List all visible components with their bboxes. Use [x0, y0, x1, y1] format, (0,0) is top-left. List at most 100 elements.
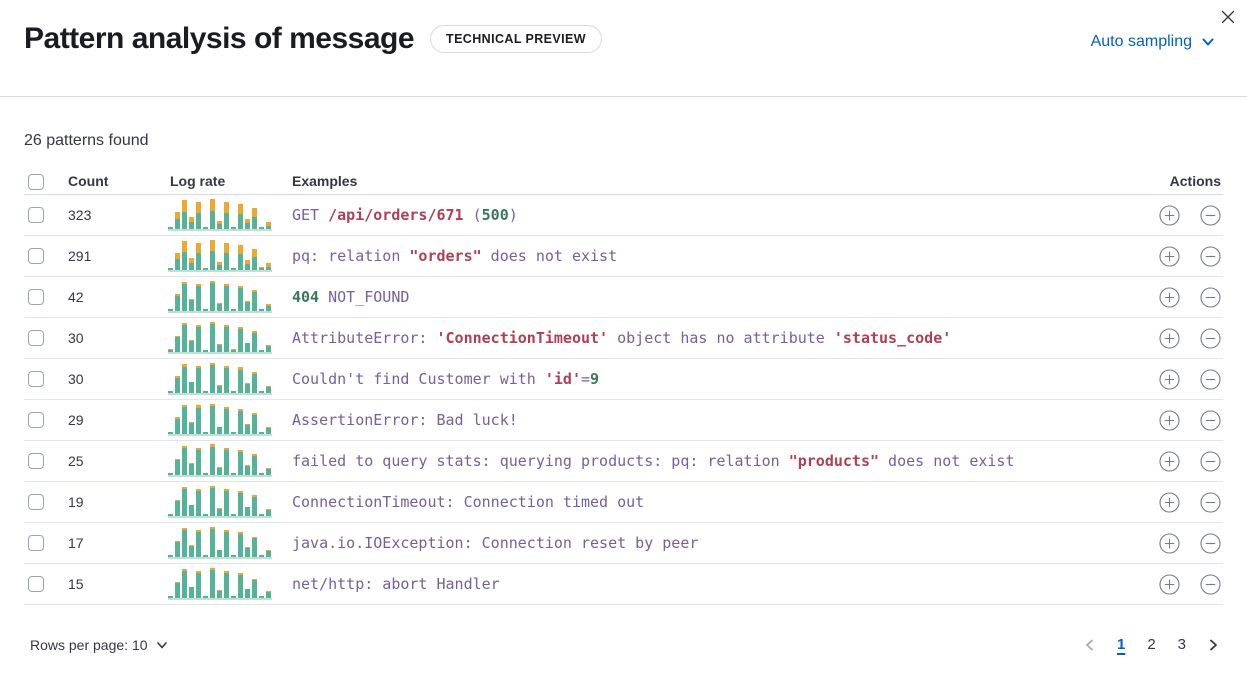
filter-out-pattern-button[interactable] [1200, 450, 1221, 472]
flyout-footer: Rows per page: 10 1 2 3 [0, 634, 1247, 655]
filter-in-pattern-button[interactable] [1159, 491, 1180, 513]
log-rate-chart [168, 402, 272, 436]
technical-preview-badge: TECHNICAL PREVIEW [430, 25, 602, 53]
row-checkbox[interactable] [28, 288, 44, 305]
log-rate-chart [168, 238, 272, 272]
filter-out-pattern-button[interactable] [1200, 491, 1221, 513]
log-rate-chart [168, 566, 272, 600]
previous-page-button[interactable] [1080, 635, 1100, 655]
minus-in-circle-icon [1200, 286, 1221, 308]
page-2-button[interactable]: 2 [1147, 636, 1156, 653]
row-count: 19 [68, 494, 84, 510]
plus-in-circle-icon [1159, 450, 1180, 472]
filter-out-pattern-button[interactable] [1200, 286, 1221, 308]
row-count: 15 [68, 576, 84, 592]
select-all-checkbox[interactable] [28, 173, 44, 190]
table-row: 30 Couldn't find Customer with 'id'=9 [24, 359, 1223, 400]
chevron-down-icon [1202, 38, 1214, 46]
page-3-button[interactable]: 3 [1177, 636, 1186, 653]
plus-in-circle-icon [1159, 368, 1180, 390]
plus-in-circle-icon [1159, 573, 1180, 595]
plus-in-circle-icon [1159, 204, 1180, 226]
row-count: 323 [68, 207, 92, 223]
column-header-log-rate: Log rate [170, 173, 226, 189]
filter-in-pattern-button[interactable] [1159, 368, 1180, 390]
filter-out-pattern-button[interactable] [1200, 573, 1221, 595]
row-checkbox[interactable] [28, 493, 44, 510]
sampling-menu-button[interactable]: Auto sampling [1085, 32, 1221, 52]
table-row: 30 AttributeError: 'ConnectionTimeout' o… [24, 318, 1223, 359]
next-page-button[interactable] [1203, 635, 1223, 655]
row-checkbox[interactable] [28, 206, 44, 223]
filter-in-pattern-button[interactable] [1159, 245, 1180, 267]
filter-out-pattern-button[interactable] [1200, 409, 1221, 431]
chevron-down-icon [156, 641, 167, 648]
example-text: ConnectionTimeout: Connection timed out [292, 492, 645, 511]
table-row: 15 net/http: abort Handler [24, 564, 1223, 605]
filter-out-pattern-button[interactable] [1200, 532, 1221, 554]
rows-per-page-label: Rows per page: 10 [30, 636, 148, 653]
pagination: 1 2 3 [1080, 634, 1223, 655]
filter-out-pattern-button[interactable] [1200, 245, 1221, 267]
minus-in-circle-icon [1200, 245, 1221, 267]
example-text: Couldn't find Customer with 'id'=9 [292, 369, 600, 388]
filter-in-pattern-button[interactable] [1159, 409, 1180, 431]
log-rate-chart [168, 197, 272, 231]
log-rate-chart [168, 361, 272, 395]
rows-per-page-button[interactable]: Rows per page: 10 [24, 636, 174, 654]
close-icon [1221, 10, 1235, 24]
minus-in-circle-icon [1200, 368, 1221, 390]
log-rate-chart [168, 279, 272, 313]
example-text: AssertionError: Bad luck! [292, 410, 518, 429]
row-checkbox[interactable] [28, 452, 44, 469]
row-checkbox[interactable] [28, 247, 44, 264]
table-row: 323 GET /api/orders/671 (500) [24, 195, 1223, 236]
filter-in-pattern-button[interactable] [1159, 573, 1180, 595]
minus-in-circle-icon [1200, 532, 1221, 554]
row-checkbox[interactable] [28, 575, 44, 592]
filter-in-pattern-button[interactable] [1159, 450, 1180, 472]
minus-in-circle-icon [1200, 327, 1221, 349]
column-header-count[interactable]: Count [68, 173, 109, 189]
example-text: pq: relation "orders" does not exist [292, 246, 618, 265]
filter-out-pattern-button[interactable] [1200, 368, 1221, 390]
minus-in-circle-icon [1200, 204, 1221, 226]
row-checkbox[interactable] [28, 534, 44, 551]
row-count: 30 [68, 330, 84, 346]
filter-in-pattern-button[interactable] [1159, 327, 1180, 349]
filter-out-pattern-button[interactable] [1200, 204, 1221, 226]
row-checkbox[interactable] [28, 411, 44, 428]
patterns-found-summary: 26 patterns found [24, 132, 149, 149]
example-text: net/http: abort Handler [292, 574, 500, 593]
filter-in-pattern-button[interactable] [1159, 286, 1180, 308]
row-checkbox[interactable] [28, 370, 44, 387]
minus-in-circle-icon [1200, 573, 1221, 595]
example-text: failed to query stats: querying products… [292, 451, 1015, 470]
filter-out-pattern-button[interactable] [1200, 327, 1221, 349]
table-row: 29 AssertionError: Bad luck! [24, 400, 1223, 441]
log-rate-chart [168, 443, 272, 477]
chevron-left-icon [1086, 639, 1093, 650]
plus-in-circle-icon [1159, 491, 1180, 513]
patterns-table: Count Log rate Examples Actions 323 GET … [24, 168, 1223, 605]
close-button[interactable] [1216, 5, 1240, 29]
log-rate-chart [168, 525, 272, 559]
row-checkbox[interactable] [28, 329, 44, 346]
plus-in-circle-icon [1159, 286, 1180, 308]
column-header-examples: Examples [292, 173, 358, 189]
example-text: 404 NOT_FOUND [292, 287, 410, 306]
table-header-row: Count Log rate Examples Actions [24, 168, 1223, 195]
table-row: 17 java.io.IOException: Connection reset… [24, 523, 1223, 564]
filter-in-pattern-button[interactable] [1159, 532, 1180, 554]
example-text: GET /api/orders/671 (500) [292, 205, 518, 224]
chevron-right-icon [1210, 639, 1217, 650]
row-count: 291 [68, 248, 92, 264]
row-count: 30 [68, 371, 84, 387]
row-count: 17 [68, 535, 84, 551]
row-count: 42 [68, 289, 84, 305]
page-1-button[interactable]: 1 [1116, 636, 1126, 653]
filter-in-pattern-button[interactable] [1159, 204, 1180, 226]
flyout-body: 26 patterns found Count Log rate Example… [0, 97, 1247, 605]
page-title: Pattern analysis of message [24, 22, 415, 55]
